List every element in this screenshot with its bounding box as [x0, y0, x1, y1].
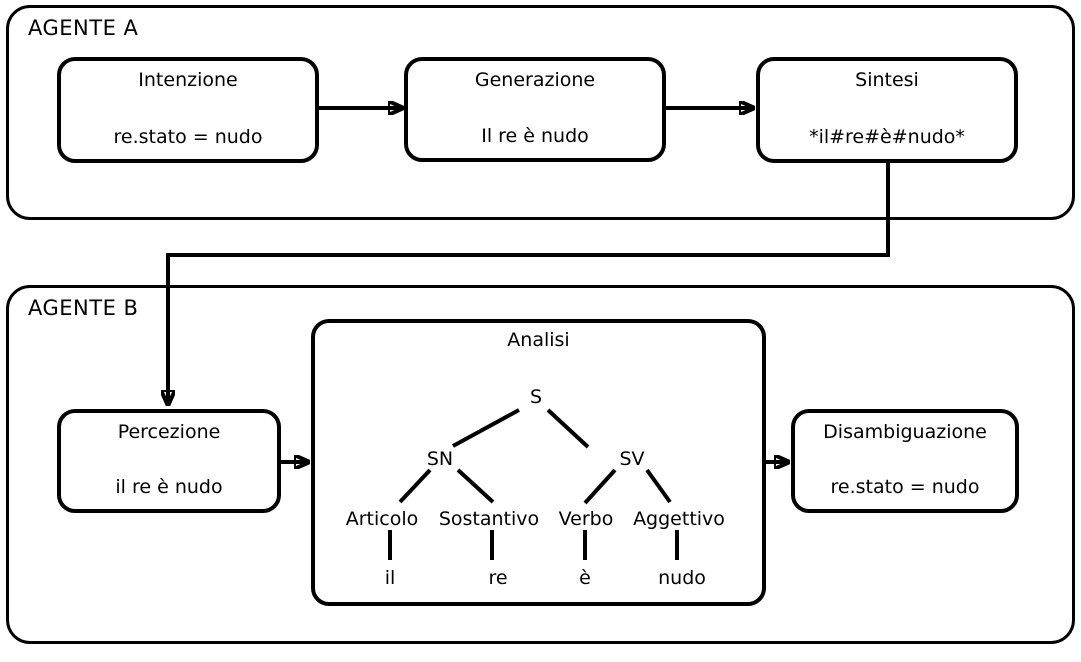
- disambiguazione-value: re.stato = nudo: [830, 476, 980, 498]
- tree-node-aggettivo: Aggettivo: [633, 508, 725, 530]
- tree-node-s: S: [530, 386, 542, 408]
- disambiguazione-title: Disambiguazione: [823, 421, 987, 443]
- tree-node-articolo: Articolo: [346, 508, 419, 530]
- tree-edge-s-sv: [546, 408, 590, 449]
- intenzione-box: Intenzione re.stato = nudo: [57, 57, 319, 163]
- tree-node-sn: SN: [427, 448, 453, 470]
- syntax-tree: S SN SV Articolo Sostantivo Verbo Aggett…: [346, 386, 725, 589]
- tree-edge-sv-aggettivo: [645, 468, 672, 504]
- sintesi-value: *il#re#è#nudo*: [809, 126, 965, 148]
- intenzione-title: Intenzione: [138, 69, 238, 91]
- disambiguazione-box: Disambiguazione re.stato = nudo: [791, 409, 1019, 513]
- tree-edge-sn-sostantivo: [456, 468, 495, 504]
- tree-node-sostantivo: Sostantivo: [439, 508, 539, 530]
- intenzione-value: re.stato = nudo: [113, 126, 263, 148]
- percezione-title: Percezione: [117, 421, 221, 443]
- tree-leaf-il: il: [385, 567, 396, 589]
- percezione-box: Percezione il re è nudo: [57, 409, 281, 513]
- tree-leaf-e: è: [579, 567, 591, 589]
- generazione-title: Generazione: [474, 69, 596, 91]
- agent-a-label: AGENTE A: [28, 16, 139, 40]
- generazione-value: Il re è nudo: [481, 125, 589, 147]
- sintesi-title: Sintesi: [855, 69, 919, 91]
- tree-leaf-re: re: [488, 567, 507, 589]
- percezione-value: il re è nudo: [115, 476, 223, 498]
- tree-node-verbo: Verbo: [559, 508, 614, 530]
- tree-edge-s-sn: [452, 408, 520, 448]
- tree-node-sv: SV: [619, 448, 644, 470]
- analisi-box: Analisi S SN SV Articolo Sostantivo Verb…: [311, 319, 766, 606]
- tree-edge-sv-verbo: [583, 468, 617, 505]
- sintesi-box: Sintesi *il#re#è#nudo*: [756, 57, 1018, 163]
- tree-edge-sn-articolo: [398, 468, 432, 504]
- generazione-box: Generazione Il re è nudo: [404, 57, 666, 162]
- agent-b-label: AGENTE B: [28, 296, 139, 320]
- tree-leaf-nudo: nudo: [658, 567, 706, 589]
